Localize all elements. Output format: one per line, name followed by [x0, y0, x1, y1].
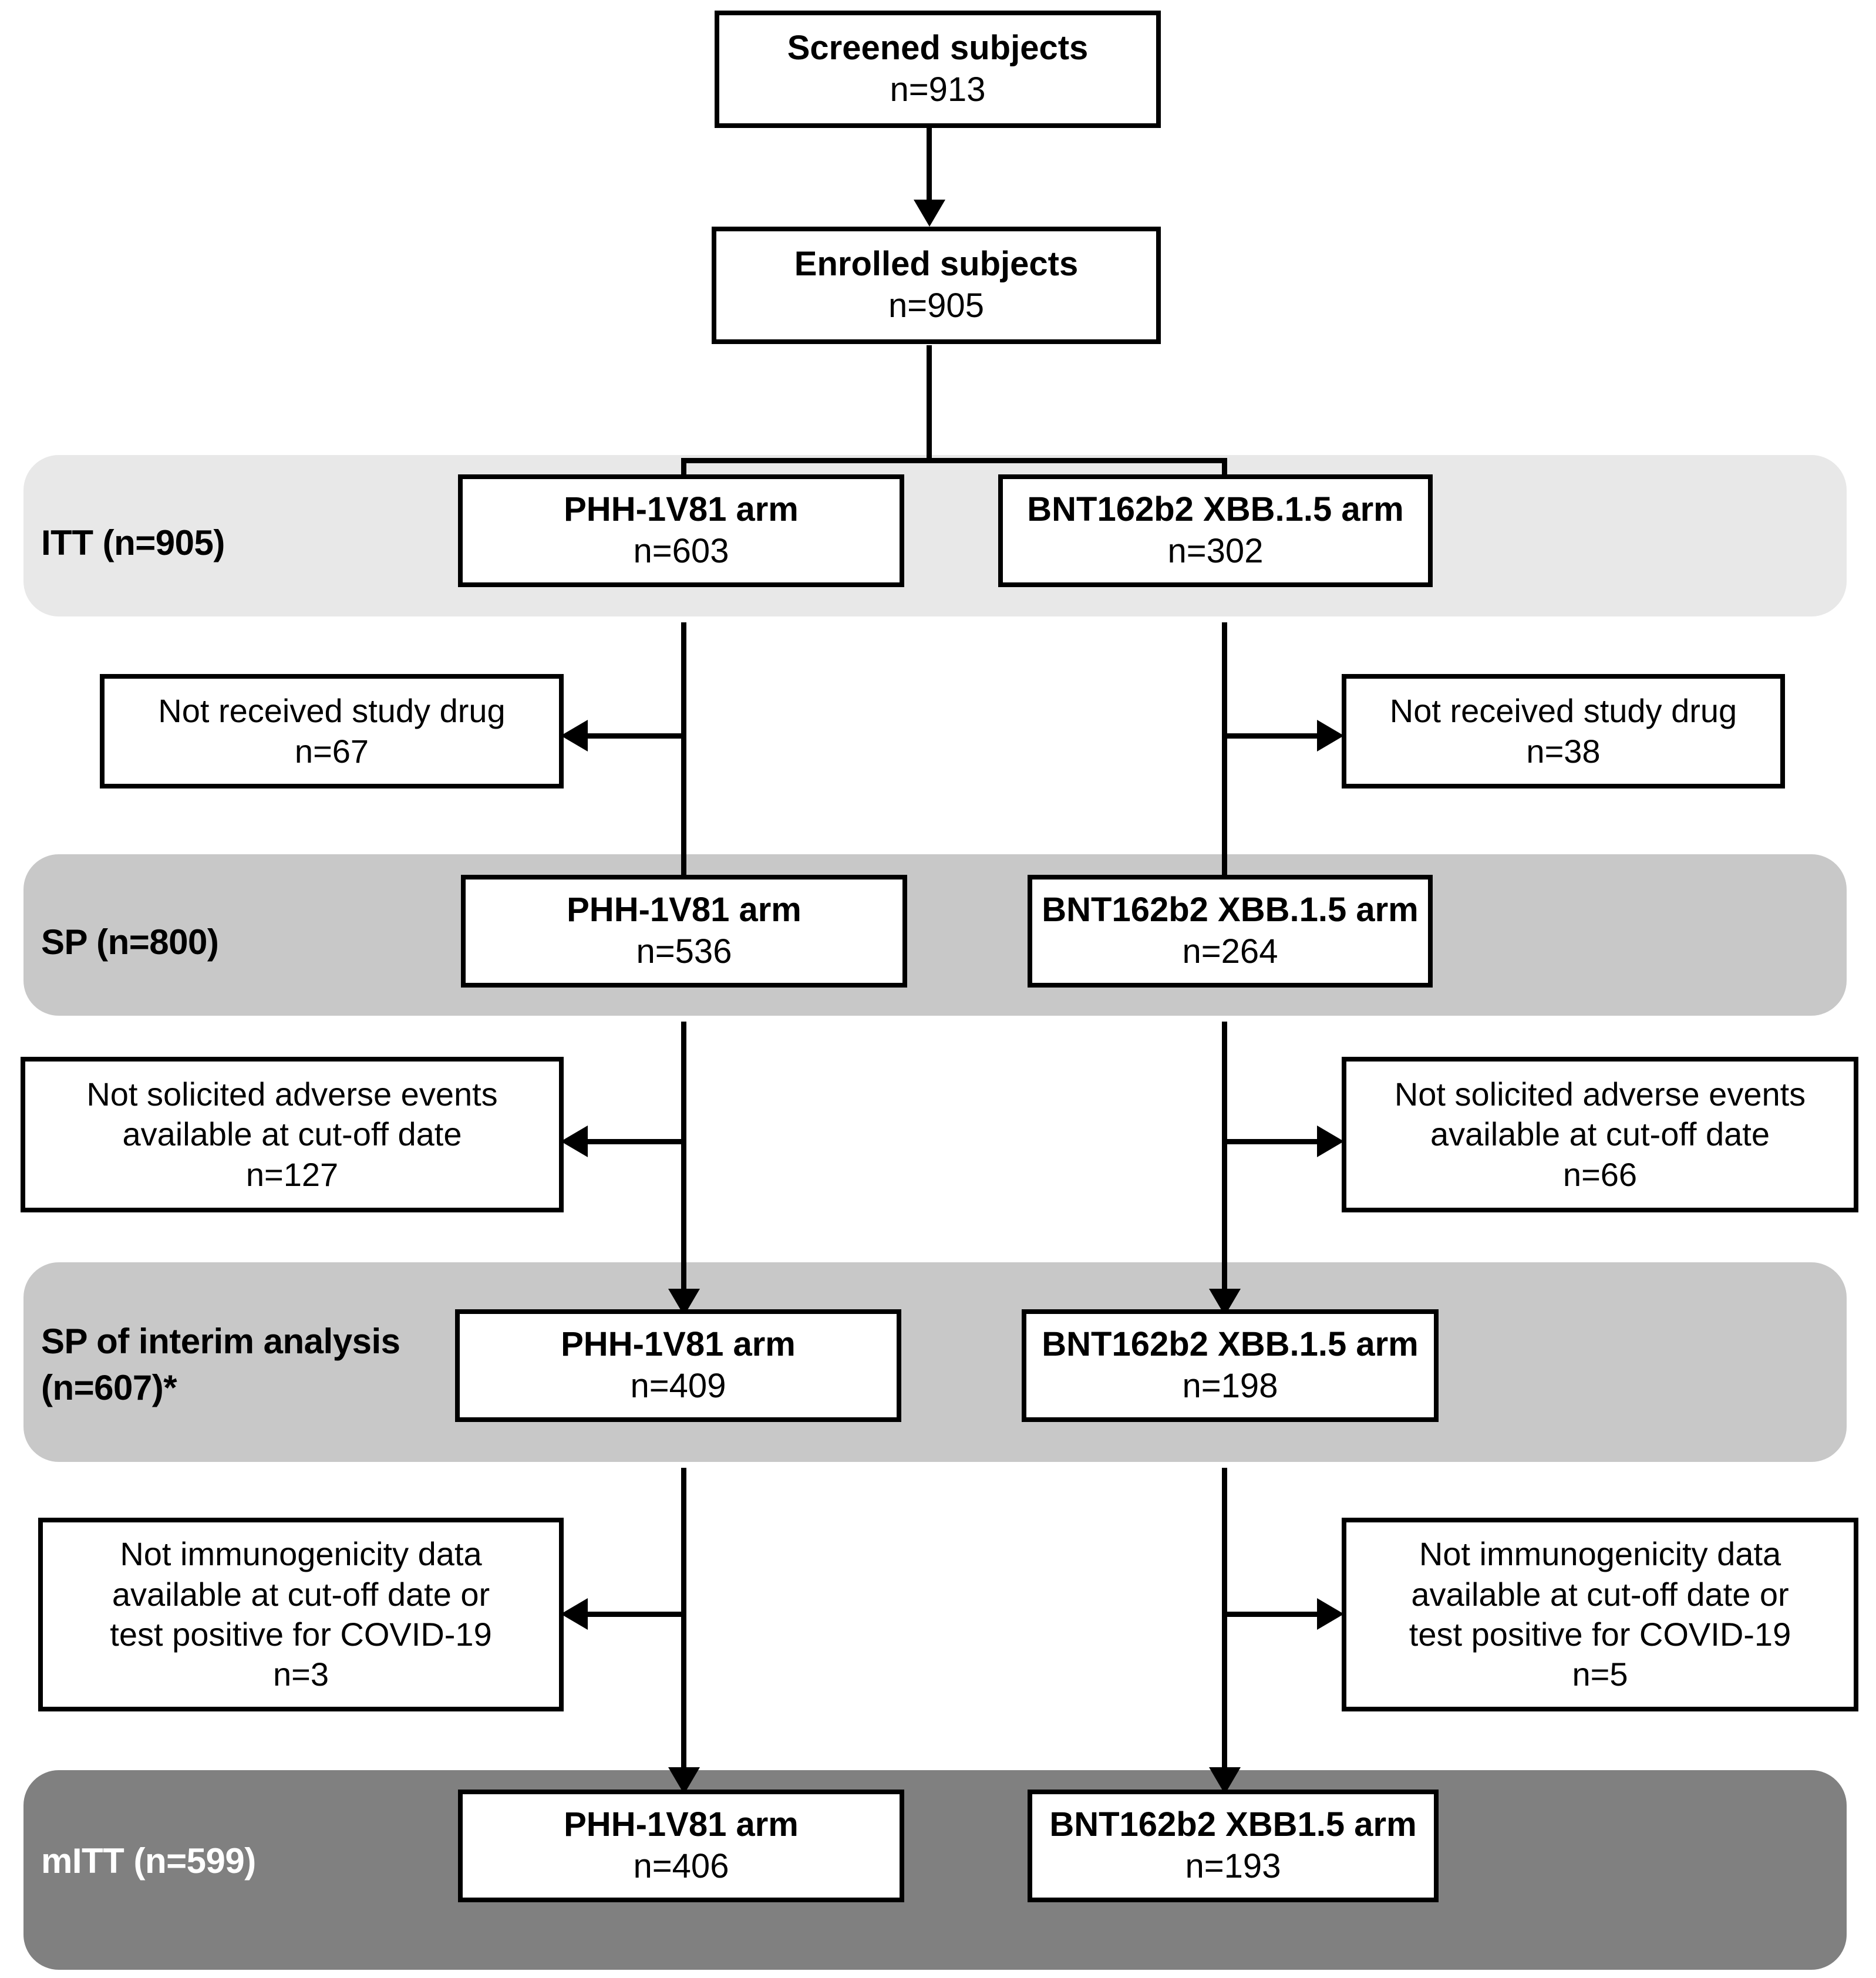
connector-itt-sp-right [1222, 622, 1227, 892]
exclusion-ae-right-count: n=66 [1562, 1155, 1638, 1193]
exclusion-ae-left-count: n=127 [245, 1155, 339, 1193]
exclusion-immu-left-line3: test positive for COVID-19 [110, 1616, 492, 1653]
node-spint-bnt-title: BNT162b2 XBB.1.5 arm [1042, 1325, 1419, 1364]
exclusion-immu-left-line1: Not immunogenicity data [120, 1535, 482, 1573]
node-mitt-phh-count: n=406 [633, 1847, 729, 1885]
band-label-itt: ITT (n=905) [41, 523, 225, 562]
node-mitt-bnt-arm: BNT162b2 XBB1.5 arm n=193 [1028, 1790, 1439, 1902]
exclusion-drug-left-count: n=67 [294, 732, 369, 770]
band-itt [23, 455, 1847, 616]
exclusion-immu-right-line2: available at cut-off date or [1411, 1575, 1789, 1613]
node-spint-bnt-arm: BNT162b2 XBB.1.5 arm n=198 [1022, 1309, 1439, 1422]
node-itt-phh-count: n=603 [633, 532, 729, 570]
node-spint-phh-arm: PHH-1V81 arm n=409 [455, 1309, 901, 1422]
arrowhead-exclusion-immu-right [1317, 1598, 1344, 1630]
connector-sp-spint-left [681, 1022, 686, 1300]
exclusion-ae-left-line1: Not solicited adverse events [86, 1076, 498, 1113]
band-label-sp-interim-line2: analysis (n=607)* [41, 1322, 400, 1408]
node-itt-bnt-count: n=302 [1167, 532, 1264, 570]
arrowhead-exclusion-immu-left [561, 1598, 588, 1630]
arrowhead-exclusion-ae-right [1317, 1126, 1344, 1157]
node-sp-bnt-count: n=264 [1182, 932, 1278, 971]
connector-enrolled-crossbar [681, 458, 1227, 463]
node-mitt-bnt-count: n=193 [1185, 1847, 1281, 1885]
exclusion-not-received-drug-left: Not received study drug n=67 [100, 674, 564, 788]
node-enrolled-count: n=905 [888, 287, 984, 325]
node-mitt-bnt-title: BNT162b2 XBB1.5 arm [1049, 1805, 1417, 1844]
node-sp-phh-arm: PHH-1V81 arm n=536 [461, 875, 907, 988]
connector-exclusion-immu-left [587, 1612, 684, 1617]
node-sp-phh-title: PHH-1V81 arm [567, 891, 801, 929]
band-mitt [23, 1770, 1847, 1970]
band-label-sp-interim-line1: SP of interim [41, 1322, 254, 1361]
connector-spint-mitt-right [1222, 1468, 1227, 1779]
exclusion-drug-right-line1: Not received study drug [1389, 692, 1737, 730]
exclusion-no-immunogenicity-left: Not immunogenicity data available at cut… [38, 1518, 564, 1711]
band-label-mitt: mITT (n=599) [41, 1841, 256, 1881]
band-label-sp-interim: SP of interim analysis (n=607)* [41, 1318, 417, 1411]
exclusion-immu-left-count: n=3 [273, 1656, 329, 1693]
node-itt-bnt-arm: BNT162b2 XBB.1.5 arm n=302 [998, 474, 1433, 587]
node-screened-subjects: Screened subjects n=913 [715, 11, 1161, 128]
node-itt-phh-arm: PHH-1V81 arm n=603 [458, 474, 904, 587]
connector-sp-spint-right [1222, 1022, 1227, 1300]
arrowhead-screened-enrolled [914, 200, 945, 227]
connector-exclusion-ae-left [587, 1139, 684, 1144]
node-enrolled-title: Enrolled subjects [794, 245, 1079, 284]
node-itt-phh-title: PHH-1V81 arm [564, 490, 799, 529]
exclusion-immu-right-count: n=5 [1572, 1656, 1628, 1693]
node-sp-bnt-arm: BNT162b2 XBB.1.5 arm n=264 [1028, 875, 1433, 988]
exclusion-drug-left-line1: Not received study drug [158, 692, 506, 730]
node-spint-phh-title: PHH-1V81 arm [561, 1325, 796, 1364]
band-sp-interim [23, 1262, 1847, 1462]
connector-exclusion-drug-right [1225, 733, 1319, 739]
connector-exclusion-drug-left [587, 733, 684, 739]
exclusion-immu-right-line1: Not immunogenicity data [1419, 1535, 1781, 1573]
connector-exclusion-immu-right [1225, 1612, 1319, 1617]
connector-screened-enrolled [927, 128, 932, 207]
connector-enrolled-stem [927, 345, 932, 463]
node-spint-phh-count: n=409 [630, 1367, 726, 1405]
band-label-sp: SP (n=800) [41, 922, 219, 962]
exclusion-drug-right-count: n=38 [1526, 732, 1601, 770]
arrowhead-exclusion-drug-left [561, 720, 588, 752]
node-itt-bnt-title: BNT162b2 XBB.1.5 arm [1027, 490, 1404, 529]
node-mitt-phh-title: PHH-1V81 arm [564, 1805, 799, 1844]
node-screened-count: n=913 [890, 70, 986, 109]
node-screened-title: Screened subjects [787, 29, 1089, 68]
exclusion-ae-left-line2: available at cut-off date [122, 1116, 462, 1153]
connector-itt-sp-left [681, 622, 686, 892]
node-sp-phh-count: n=536 [636, 932, 732, 971]
exclusion-not-solicited-ae-left: Not solicited adverse events available a… [21, 1057, 564, 1212]
arrowhead-exclusion-drug-right [1317, 720, 1344, 752]
exclusion-no-immunogenicity-right: Not immunogenicity data available at cut… [1342, 1518, 1858, 1711]
connector-exclusion-ae-right [1225, 1139, 1319, 1144]
node-mitt-phh-arm: PHH-1V81 arm n=406 [458, 1790, 904, 1902]
exclusion-ae-right-line1: Not solicited adverse events [1394, 1076, 1806, 1113]
connector-spint-mitt-left [681, 1468, 686, 1779]
node-sp-bnt-title: BNT162b2 XBB.1.5 arm [1042, 891, 1419, 929]
exclusion-not-received-drug-right: Not received study drug n=38 [1342, 674, 1785, 788]
node-spint-bnt-count: n=198 [1182, 1367, 1278, 1405]
exclusion-ae-right-line2: available at cut-off date [1430, 1116, 1770, 1153]
exclusion-immu-right-line3: test positive for COVID-19 [1409, 1616, 1791, 1653]
arrowhead-exclusion-ae-left [561, 1126, 588, 1157]
exclusion-immu-left-line2: available at cut-off date or [112, 1575, 490, 1613]
exclusion-not-solicited-ae-right: Not solicited adverse events available a… [1342, 1057, 1858, 1212]
band-sp [23, 854, 1847, 1016]
node-enrolled-subjects: Enrolled subjects n=905 [712, 227, 1161, 344]
